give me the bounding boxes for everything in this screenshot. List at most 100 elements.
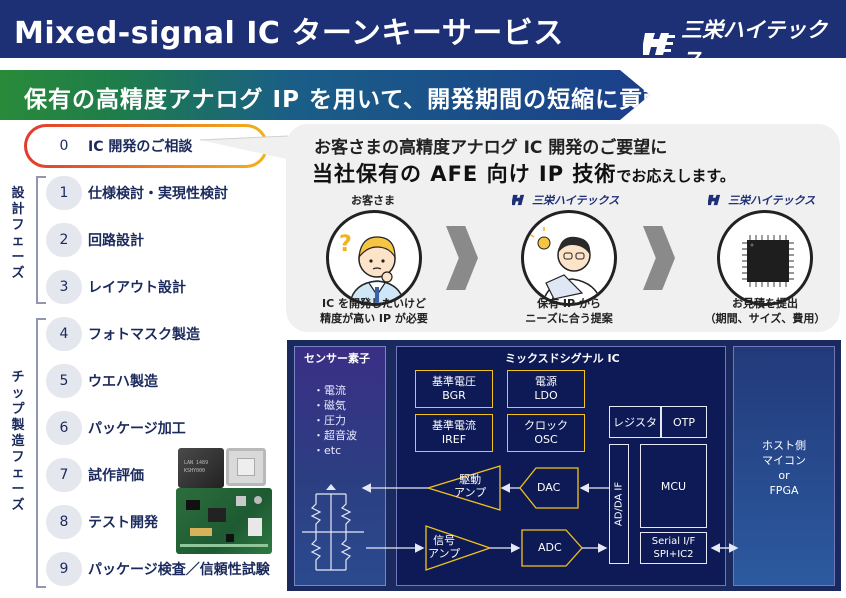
- desc-line: IC を開発したいけど: [322, 297, 426, 310]
- block-line: 基準電圧: [432, 375, 476, 388]
- host-line: or: [778, 469, 790, 482]
- step-2[interactable]: 2 回路設計: [46, 223, 144, 257]
- design-phase-label: 設計フェーズ: [11, 186, 25, 281]
- block-line: アンプ: [454, 486, 487, 499]
- register-block: レジスタ: [609, 406, 661, 438]
- bubble-line-2-main: 当社保有の AFE 向け IP 技術: [312, 162, 617, 186]
- sensor-item: ・電流: [313, 384, 346, 397]
- step-label: テスト開発: [88, 515, 158, 531]
- step-7[interactable]: 7 試作評価: [46, 458, 144, 492]
- banner-text: 保有の高精度アナログ IP を用いて、開発期間の短縮に貢献: [24, 87, 668, 113]
- column-customer-caption: お客さま: [351, 194, 395, 207]
- step-label: ウエハ製造: [88, 374, 158, 390]
- host-line: FPGA: [769, 484, 799, 497]
- step-8[interactable]: 8 テスト開発: [46, 505, 158, 539]
- step-9[interactable]: 9 パッケージ検査／信頼性試験: [46, 552, 270, 586]
- step-5[interactable]: 5 ウエハ製造: [46, 364, 158, 398]
- bubble-tail: [200, 135, 300, 162]
- logo-mark-icon: [511, 194, 528, 206]
- desc-line: 精度が高い IP が必要: [320, 312, 428, 325]
- step-number: 1: [46, 176, 82, 210]
- consultation-highlight: [24, 124, 268, 168]
- dac-label: DAC: [537, 481, 561, 494]
- desc-line: お見積を提出: [732, 297, 798, 310]
- step-label: フォトマスク製造: [88, 327, 200, 343]
- step-3[interactable]: 3 レイアウト設計: [46, 270, 186, 304]
- design-phase-bracket: [36, 176, 46, 304]
- logo-text: 三栄ハイテックス: [681, 18, 828, 72]
- bubble-line-2: 当社保有の AFE 向け IP 技術でお応えします。: [312, 158, 735, 188]
- subtitle-banner: 保有の高精度アナログ IP を用いて、開発期間の短縮に貢献: [0, 70, 650, 120]
- drive-amp-label: 駆動アンプ: [454, 473, 486, 499]
- step-number: 4: [46, 317, 82, 351]
- svg-text:KSHY000: KSHY000: [184, 468, 205, 474]
- host-line: マイコン: [762, 454, 806, 467]
- block-line: 電源: [535, 375, 557, 388]
- logo-text: 三栄ハイテックス: [532, 194, 620, 207]
- step-label: 試作評価: [88, 468, 144, 484]
- ic-title: ミックスドシグナル IC: [505, 352, 620, 365]
- block-line: アンプ: [428, 547, 461, 560]
- sensor-title: センサー素子: [304, 352, 370, 365]
- step-6[interactable]: 6 パッケージ加工: [46, 411, 186, 445]
- block-line: Serial I/F: [651, 536, 696, 547]
- block-line: IREF: [441, 433, 467, 446]
- logo-mark-icon: [641, 31, 677, 57]
- step-number: 3: [46, 270, 82, 304]
- chip-photo-silver: [226, 448, 266, 486]
- bubble-line-1: お客さまの高精度アナログ IC 開発のご要望に: [314, 138, 668, 158]
- bubble-line-2-suffix: でお応えします。: [616, 167, 735, 185]
- adda-label: AD/DA IF: [613, 481, 625, 527]
- otp-block: OTP: [661, 406, 707, 438]
- step-number: 8: [46, 505, 82, 539]
- signal-amp-label: 信号アンプ: [428, 534, 460, 560]
- column-engineer-logo: 三栄ハイテックス: [511, 192, 620, 208]
- step-1[interactable]: 1 仕様検討・実現性検討: [46, 176, 228, 210]
- column-quote-logo: 三栄ハイテックス: [707, 192, 816, 208]
- step-label: IC 開発のご相談: [88, 139, 193, 155]
- step-number: 0: [59, 138, 69, 154]
- logo-mark-icon: [707, 194, 724, 206]
- serial-if-block: Serial I/F SPI+IC2: [640, 532, 707, 564]
- customer-illustration: ?: [326, 210, 422, 306]
- column-customer-desc: IC を開発したいけど 精度が高い IP が必要: [310, 296, 438, 326]
- sensor-item: ・etc: [313, 444, 342, 457]
- column-quote-desc: お見積を提出 （期間、サイズ、費用）: [700, 296, 830, 326]
- page-title: Mixed-signal IC ターンキーサービス: [14, 16, 564, 51]
- block-line: BGR: [442, 389, 466, 402]
- host-block: [733, 346, 835, 586]
- logo-text: 三栄ハイテックス: [728, 194, 816, 207]
- pcb-photo: [176, 488, 272, 554]
- adc-label: ADC: [538, 541, 562, 554]
- block-line: 信号: [433, 534, 456, 547]
- host-text: ホスト側 マイコン or FPGA: [733, 438, 835, 498]
- sensor-block: [294, 346, 386, 586]
- chip-phase-label: チップ製造フェーズ: [11, 370, 25, 513]
- step-number: 9: [46, 552, 82, 586]
- svg-text:LAN 1489: LAN 1489: [184, 460, 208, 466]
- sensor-list: ・電流 ・磁気 ・圧力 ・超音波 ・etc: [313, 383, 357, 458]
- company-logo: 三栄ハイテックス: [641, 14, 846, 74]
- step-label: パッケージ加工: [88, 421, 186, 437]
- chip-phase-bracket: [36, 318, 46, 588]
- column-engineer-desc: 保有 IP から ニーズに合う提案: [505, 296, 633, 326]
- step-label: 仕様検討・実現性検討: [88, 186, 228, 202]
- header-bar: Mixed-signal IC ターンキーサービス 三栄ハイテックス: [0, 0, 846, 72]
- desc-line: （期間、サイズ、費用）: [704, 312, 826, 325]
- chip-illustration: [717, 210, 813, 306]
- step-4[interactable]: 4 フォトマスク製造: [46, 317, 200, 351]
- block-line: LDO: [534, 389, 558, 402]
- step-0[interactable]: 0 IC 開発のご相談: [46, 129, 193, 163]
- block-line: 駆動: [459, 473, 482, 486]
- step-label: 回路設計: [88, 233, 144, 249]
- host-line: ホスト側: [762, 439, 806, 452]
- sensor-item: ・圧力: [313, 414, 346, 427]
- step-label: パッケージ検査／信頼性試験: [88, 562, 270, 578]
- step-number: 6: [46, 411, 82, 445]
- step-number: 7: [46, 458, 82, 492]
- block-line: SPI+IC2: [653, 549, 694, 560]
